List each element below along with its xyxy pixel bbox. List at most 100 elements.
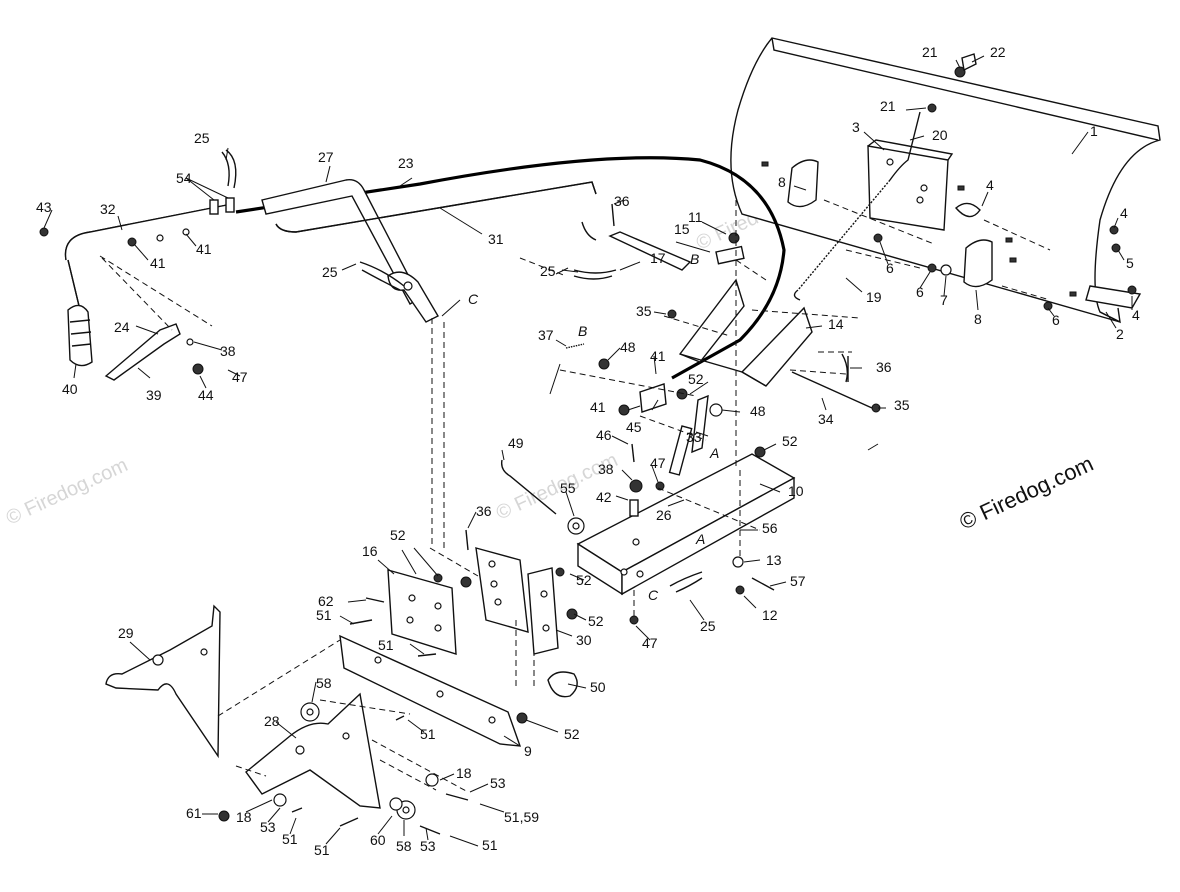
part-label: 23 — [398, 155, 414, 171]
part-label: 21 — [880, 98, 896, 114]
part-label: 16 — [362, 543, 378, 559]
part-label: 38 — [220, 343, 236, 359]
watermark: © Firedog.com — [3, 454, 131, 529]
part-label: 25 — [700, 618, 716, 634]
part-label: 48 — [620, 339, 636, 355]
part-label: 27 — [318, 149, 334, 165]
part-label: 25 — [194, 130, 210, 146]
return-spring — [793, 111, 921, 301]
part-label: 6 — [1052, 312, 1060, 328]
part-label: 25 — [322, 264, 338, 280]
part-label: 45 — [626, 419, 642, 435]
part-label: 35 — [894, 397, 910, 413]
part-label: 30 — [576, 632, 592, 648]
part-label: 55 — [560, 480, 576, 496]
reference-letter: B — [578, 323, 587, 339]
part-label: 13 — [766, 552, 782, 568]
part-label: 54 — [176, 170, 192, 186]
part-label: 15 — [674, 221, 690, 237]
part-label: 11 — [688, 209, 703, 225]
part-label: 51 — [420, 726, 436, 742]
part-label: 58 — [316, 675, 332, 691]
part-label: 38 — [598, 461, 614, 477]
part-label: 52 — [588, 613, 604, 629]
hardware — [218, 53, 1137, 835]
part-label: 51 — [282, 831, 298, 847]
part-label: 35 — [636, 303, 652, 319]
part-label: 10 — [788, 483, 804, 499]
part-label: 8 — [778, 174, 786, 190]
lift-rod — [261, 179, 421, 305]
part-label: 6 — [886, 260, 894, 276]
part-labels: 1 2 3 4 4 4 5 6 6 6 7 8 8 9 10 11 12 13 … — [36, 44, 1140, 858]
frame-mount-assembly — [500, 383, 796, 625]
part-label: 31 — [488, 231, 504, 247]
part-label: 41 — [650, 348, 666, 364]
part-label: 36 — [614, 193, 630, 209]
part-label: 26 — [656, 507, 672, 523]
skid-shoe — [963, 239, 993, 288]
part-label: 58 — [396, 838, 412, 854]
part-label: 52 — [576, 572, 592, 588]
mount-plates — [105, 547, 578, 809]
reference-letter: A — [695, 531, 705, 547]
part-label: 19 — [866, 289, 882, 305]
part-label: 28 — [264, 713, 280, 729]
reference-letter: C — [468, 291, 479, 307]
part-label: 52 — [564, 726, 580, 742]
hitch-pins — [221, 149, 703, 593]
part-label: 51 — [378, 637, 394, 653]
handle-grip — [67, 304, 93, 367]
part-label: 20 — [932, 127, 948, 143]
part-label: 40 — [62, 381, 78, 397]
part-label: 60 — [370, 832, 386, 848]
part-label: 46 — [596, 427, 612, 443]
part-label: 36 — [876, 359, 892, 375]
part-label: 5 — [1126, 255, 1134, 271]
part-label: 17 — [650, 250, 666, 266]
part-label: 43 — [36, 199, 52, 215]
part-label: 51 — [316, 607, 332, 623]
part-label: 24 — [114, 319, 130, 335]
reference-letter: C — [648, 587, 659, 603]
part-label: 18 — [236, 809, 252, 825]
hinge-bracket — [867, 145, 949, 231]
lift-arm-assembly — [581, 221, 881, 413]
part-label: 61 — [186, 805, 202, 821]
part-label: 32 — [100, 201, 116, 217]
part-label: 62 — [318, 593, 334, 609]
leader-lines — [43, 55, 1133, 847]
part-label: 52 — [390, 527, 406, 543]
lift-cable — [235, 156, 786, 380]
part-label: 4 — [1120, 205, 1128, 221]
plow-blade — [730, 37, 1161, 324]
part-label: 12 — [762, 607, 778, 623]
part-label: 9 — [524, 743, 532, 759]
part-label: 53 — [490, 775, 506, 791]
part-label: 1 — [1090, 123, 1098, 139]
part-label: 14 — [828, 316, 844, 332]
part-label: 6 — [916, 284, 924, 300]
part-label: 39 — [146, 387, 162, 403]
part-label: 47 — [232, 369, 248, 385]
part-label: 33 — [686, 429, 702, 445]
part-label: 42 — [596, 489, 612, 505]
alignment-lines — [99, 199, 1051, 793]
copyright-text: © Firedog.com — [956, 451, 1098, 535]
part-label: 51 — [314, 842, 330, 858]
release-lever — [104, 323, 181, 381]
skid-shoe — [787, 159, 819, 208]
part-label: 41 — [150, 255, 166, 271]
part-label: 29 — [118, 625, 134, 641]
part-label: 4 — [1132, 307, 1140, 323]
part-label: 57 — [790, 573, 806, 589]
part-label: 52 — [782, 433, 798, 449]
part-label: 47 — [650, 455, 666, 471]
part-label: 36 — [476, 503, 492, 519]
reference-letter: A — [709, 445, 719, 461]
part-label: 4 — [986, 177, 994, 193]
part-label: 44 — [198, 387, 214, 403]
part-label: 25 — [540, 263, 556, 279]
part-label: 52 — [688, 371, 704, 387]
